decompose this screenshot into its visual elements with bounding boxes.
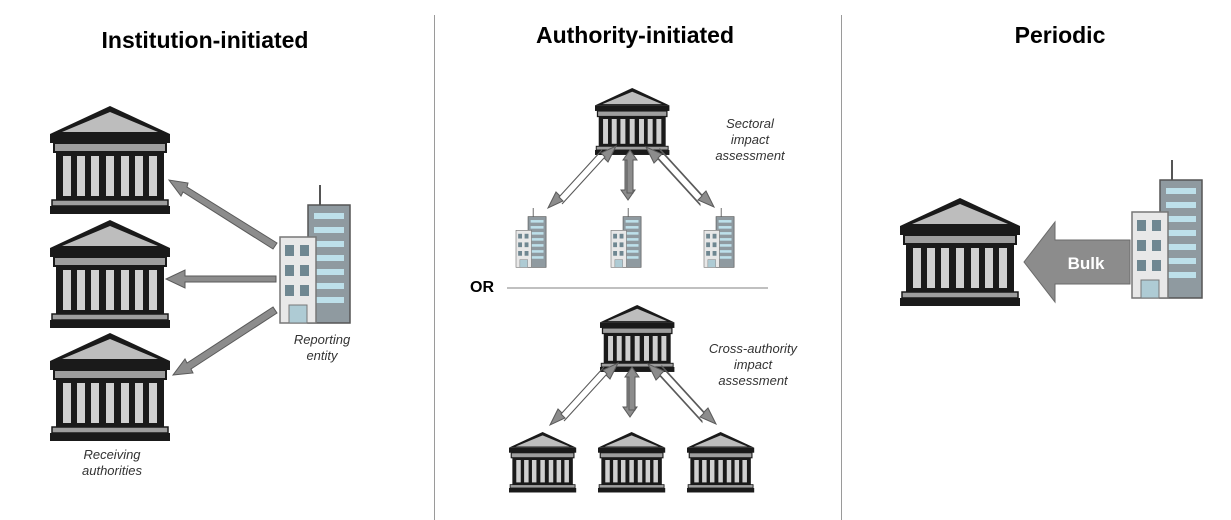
institution-title: Institution-initiated xyxy=(101,27,309,53)
bulk-arrow xyxy=(1023,220,1131,304)
receiving-bank-2 xyxy=(49,219,171,329)
sectoral-arrows xyxy=(546,144,716,210)
authority-title: Authority-initiated xyxy=(535,22,735,48)
bulk-label: Bulk xyxy=(1068,254,1105,273)
cross-authority-bank-1 xyxy=(508,431,577,494)
periodic-entity-building xyxy=(1131,159,1203,299)
reporting-entity-building xyxy=(279,184,351,324)
divider-left xyxy=(434,15,435,520)
sectoral-authority-bank xyxy=(594,87,671,156)
sectoral-entity-1 xyxy=(515,207,547,268)
arrow-to-bank-2 xyxy=(164,269,277,289)
receiving-bank-3 xyxy=(49,332,171,442)
cross-authority-assessment-label: Cross-authority impact assessment xyxy=(708,341,798,388)
reporting-entity-label: Reporting entity xyxy=(293,332,351,363)
sectoral-entity-2 xyxy=(610,207,642,268)
periodic-authority-bank xyxy=(899,197,1021,307)
cross-authority-bank-3 xyxy=(686,431,755,494)
sectoral-entity-3 xyxy=(703,207,735,268)
receiving-bank-1 xyxy=(49,105,171,215)
arrow-to-bank-3 xyxy=(171,306,278,376)
periodic-title: Periodic xyxy=(1014,22,1106,48)
cross-authority-bank-top xyxy=(599,304,676,373)
receiving-authorities-label: Receiving authorities xyxy=(82,447,142,478)
divider-right xyxy=(841,15,842,520)
arrow-to-bank-1 xyxy=(167,179,278,250)
or-label: OR xyxy=(470,279,494,296)
sectoral-assessment-label: Sectoral impact assessment xyxy=(715,116,785,163)
cross-authority-arrows xyxy=(548,361,718,427)
cross-authority-bank-2 xyxy=(597,431,666,494)
